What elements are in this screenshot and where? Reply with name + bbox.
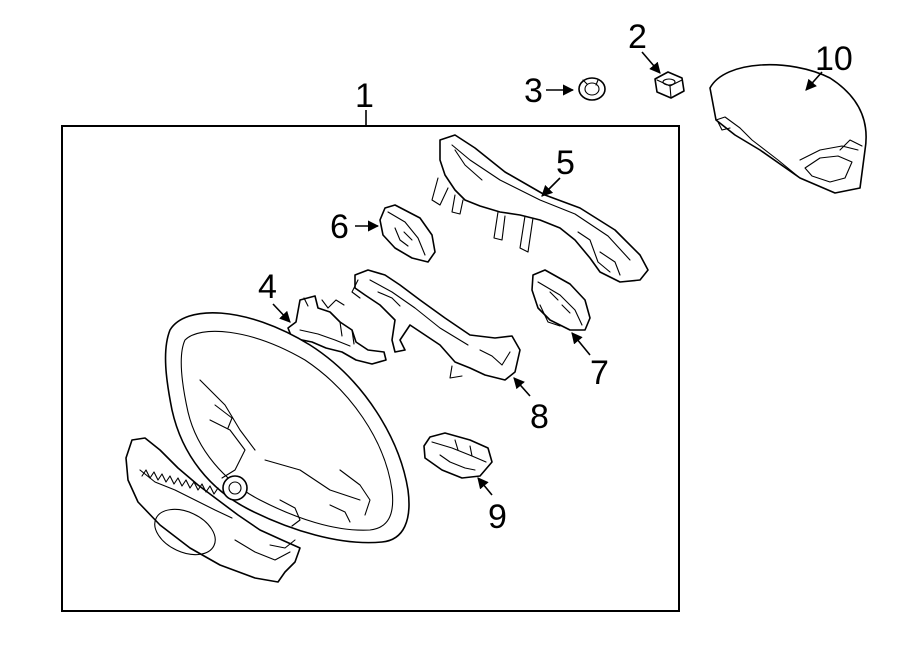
- callout-3: 3: [524, 72, 543, 110]
- leader-8: [513, 377, 531, 397]
- callout-2: 2: [628, 18, 647, 56]
- callout-6: 6: [330, 208, 349, 246]
- assembly-frame: [61, 125, 680, 612]
- callout-1: 1: [355, 77, 374, 115]
- leader-5: [541, 177, 561, 197]
- steering-wheel: [164, 312, 410, 544]
- part-9-connector-module: [423, 432, 493, 479]
- part-2-nut: [654, 71, 685, 99]
- part-10-airbag-module: [709, 63, 867, 194]
- leader-2: [641, 51, 661, 74]
- callout-7: 7: [590, 354, 609, 392]
- part-7-right-switch: [531, 269, 591, 331]
- callout-5: 5: [556, 144, 575, 182]
- leader-4: [272, 303, 291, 323]
- part-6-left-switch: [379, 204, 436, 263]
- callout-10: 10: [815, 40, 853, 78]
- leader-10: [805, 71, 823, 91]
- part-5-switch-bezel: [431, 134, 649, 283]
- callout-9: 9: [488, 498, 507, 536]
- lower-trim-cover: [125, 437, 301, 583]
- part-8-switch-carrier: [351, 269, 521, 381]
- leader-7: [571, 332, 591, 356]
- callout-4: 4: [258, 268, 277, 306]
- callout-8: 8: [530, 398, 549, 436]
- leader-9: [477, 477, 493, 496]
- part-3-clip-ring: [578, 77, 606, 101]
